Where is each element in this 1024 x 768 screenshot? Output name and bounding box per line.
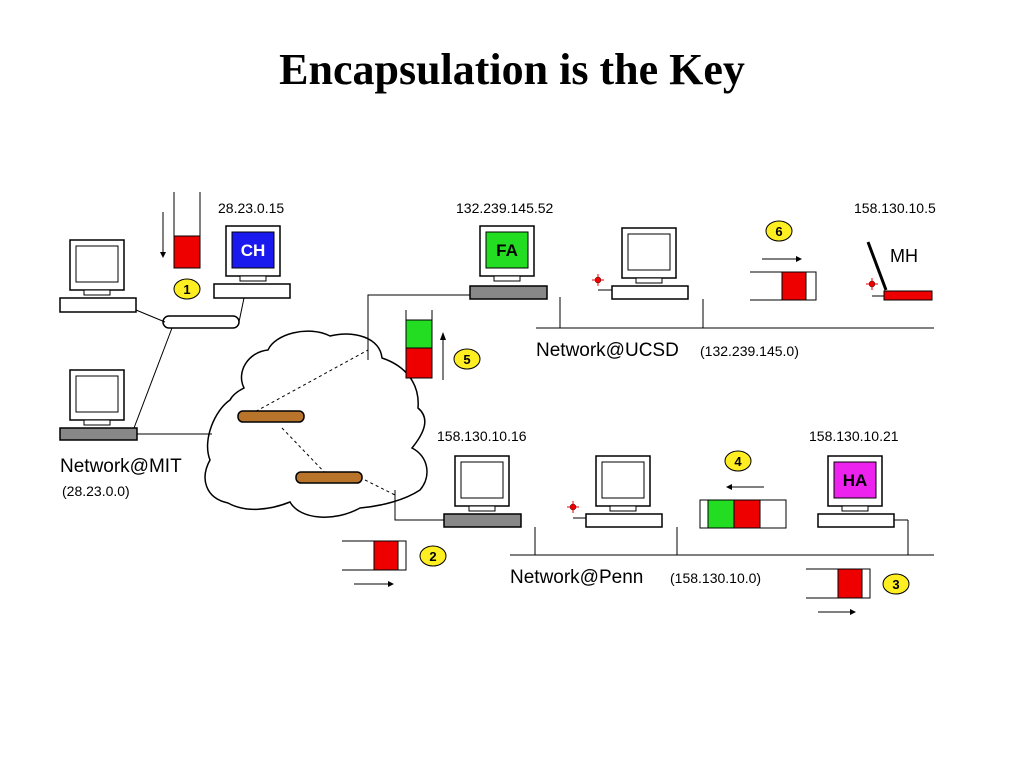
packet-step-1: 1 bbox=[160, 192, 201, 300]
packet-step-2: 2 bbox=[342, 540, 447, 587]
mh-ip: 158.130.10.5 bbox=[854, 200, 936, 216]
ucsd-network: 132.239.145.52 FA Network@UCSD (132.239.… bbox=[367, 200, 936, 380]
penn-network-addr: (158.130.10.0) bbox=[670, 570, 761, 586]
ucsd-network-addr: (132.239.145.0) bbox=[700, 343, 799, 359]
mit-hub bbox=[162, 315, 240, 329]
mit-network-name: Network@MIT bbox=[60, 456, 182, 477]
packet-step-3: 3 bbox=[806, 568, 910, 615]
step-5-badge: 5 bbox=[463, 352, 470, 367]
packet-step-4: 4 bbox=[699, 450, 787, 529]
tunnel-pipe-upper bbox=[237, 410, 305, 423]
mit-network: CH 28.23.0.15 Network@MIT (28.23.0.0) 1 bbox=[59, 192, 291, 499]
fa-ip: 132.239.145.52 bbox=[456, 200, 554, 216]
ha-label: HA bbox=[843, 471, 868, 490]
mh-laptop bbox=[866, 241, 933, 301]
ch-ip: 28.23.0.15 bbox=[218, 200, 284, 216]
slide-title: Encapsulation is the Key bbox=[279, 45, 745, 94]
mit-computer bbox=[59, 239, 137, 313]
step-1-badge: 1 bbox=[183, 282, 190, 297]
mh-label: MH bbox=[890, 246, 918, 266]
internet-cloud bbox=[204, 330, 428, 518]
penn-network: 158.130.10.16 158.130.10.21 HA Network@P… bbox=[342, 428, 934, 615]
step-4-badge: 4 bbox=[734, 454, 742, 469]
packet-step-6: 6 bbox=[750, 220, 817, 301]
ucsd-computer bbox=[592, 227, 689, 300]
penn-computer bbox=[567, 455, 663, 528]
ha-ip: 158.130.10.21 bbox=[809, 428, 899, 444]
step-3-badge: 3 bbox=[892, 577, 899, 592]
mit-router bbox=[59, 369, 138, 441]
penn-router bbox=[443, 455, 522, 528]
packet-step-5: 5 bbox=[405, 310, 481, 380]
tunnel-pipe-lower bbox=[295, 471, 363, 484]
ucsd-network-name: Network@UCSD bbox=[536, 340, 679, 361]
penn-router-ip: 158.130.10.16 bbox=[437, 428, 527, 444]
ha-computer: HA bbox=[817, 455, 895, 528]
fa-computer: FA bbox=[469, 225, 548, 300]
fa-label: FA bbox=[496, 241, 518, 260]
ch-computer: CH bbox=[213, 225, 291, 299]
step-6-badge: 6 bbox=[775, 224, 782, 239]
penn-network-name: Network@Penn bbox=[510, 567, 643, 588]
ch-label: CH bbox=[241, 241, 266, 260]
step-2-badge: 2 bbox=[429, 549, 436, 564]
mit-network-addr: (28.23.0.0) bbox=[62, 483, 130, 499]
